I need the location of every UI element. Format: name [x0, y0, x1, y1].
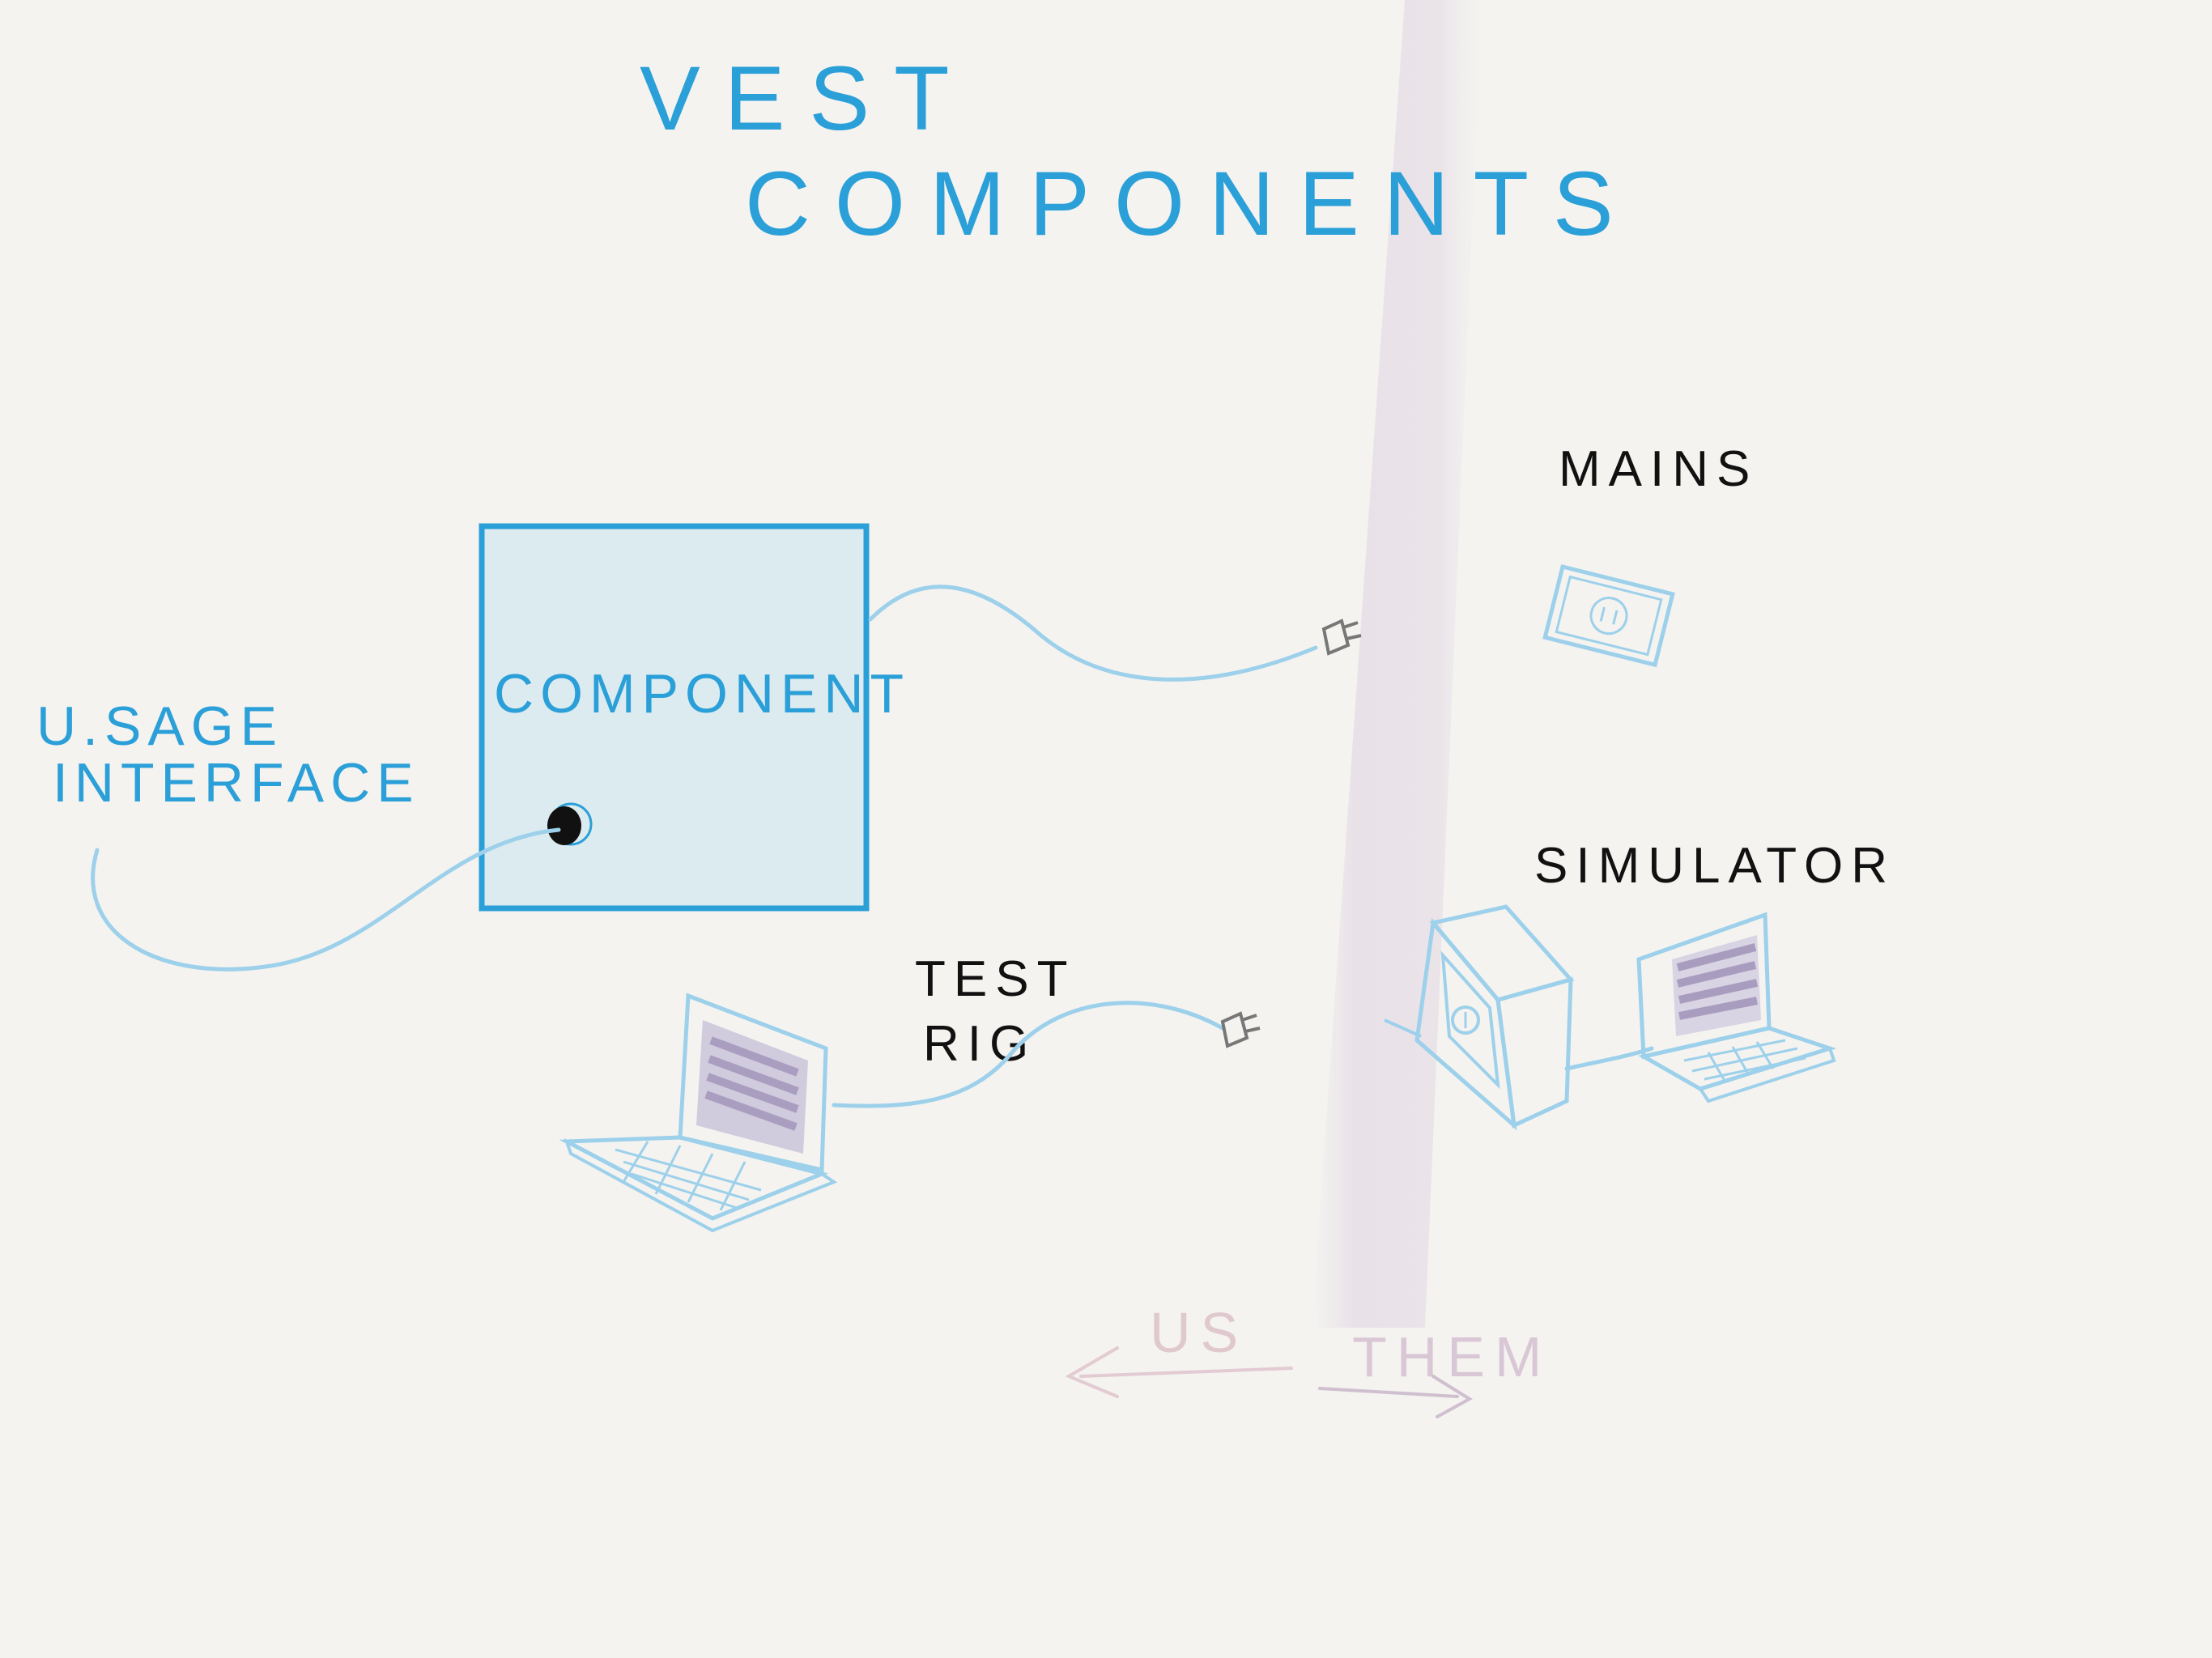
component-box[interactable] [479, 523, 870, 912]
server-box-icon [1384, 904, 1575, 1131]
test-rig-line-2: RIG [923, 1016, 1036, 1072]
wall-socket-icon [1542, 563, 1675, 668]
title-line-1: VEST [640, 48, 974, 149]
component-label: COMPONENT [494, 663, 910, 725]
plug-icon [1220, 1011, 1261, 1048]
test-rig-cable [832, 1001, 1225, 1108]
us-them-divider-band [1312, 0, 1482, 1328]
mains-cable [868, 585, 1318, 682]
usage-interface-cable [91, 827, 561, 971]
simulator-label: SIMULATOR [1534, 838, 1895, 894]
mains-label: MAINS [1559, 441, 1758, 497]
them-label: THEM [1352, 1325, 1551, 1388]
left-arrow-icon [1065, 1346, 1293, 1398]
usage-interface-line-1: U.SAGE [36, 695, 283, 757]
title: VEST COMPONENTS [640, 48, 1638, 254]
laptop-icon [1636, 912, 1837, 1103]
laptop-icon [559, 993, 838, 1233]
title-line-2: COMPONENTS [745, 153, 1638, 254]
port-dot-icon [547, 802, 593, 846]
simulator-cable [1564, 1046, 1654, 1071]
test-rig-line-1: TEST [915, 951, 1075, 1007]
right-arrow-icon [1318, 1375, 1473, 1418]
plug-icon [1321, 619, 1362, 656]
us-label: US [1150, 1301, 1248, 1364]
usage-interface-line-2: INTERFACE [53, 752, 420, 814]
